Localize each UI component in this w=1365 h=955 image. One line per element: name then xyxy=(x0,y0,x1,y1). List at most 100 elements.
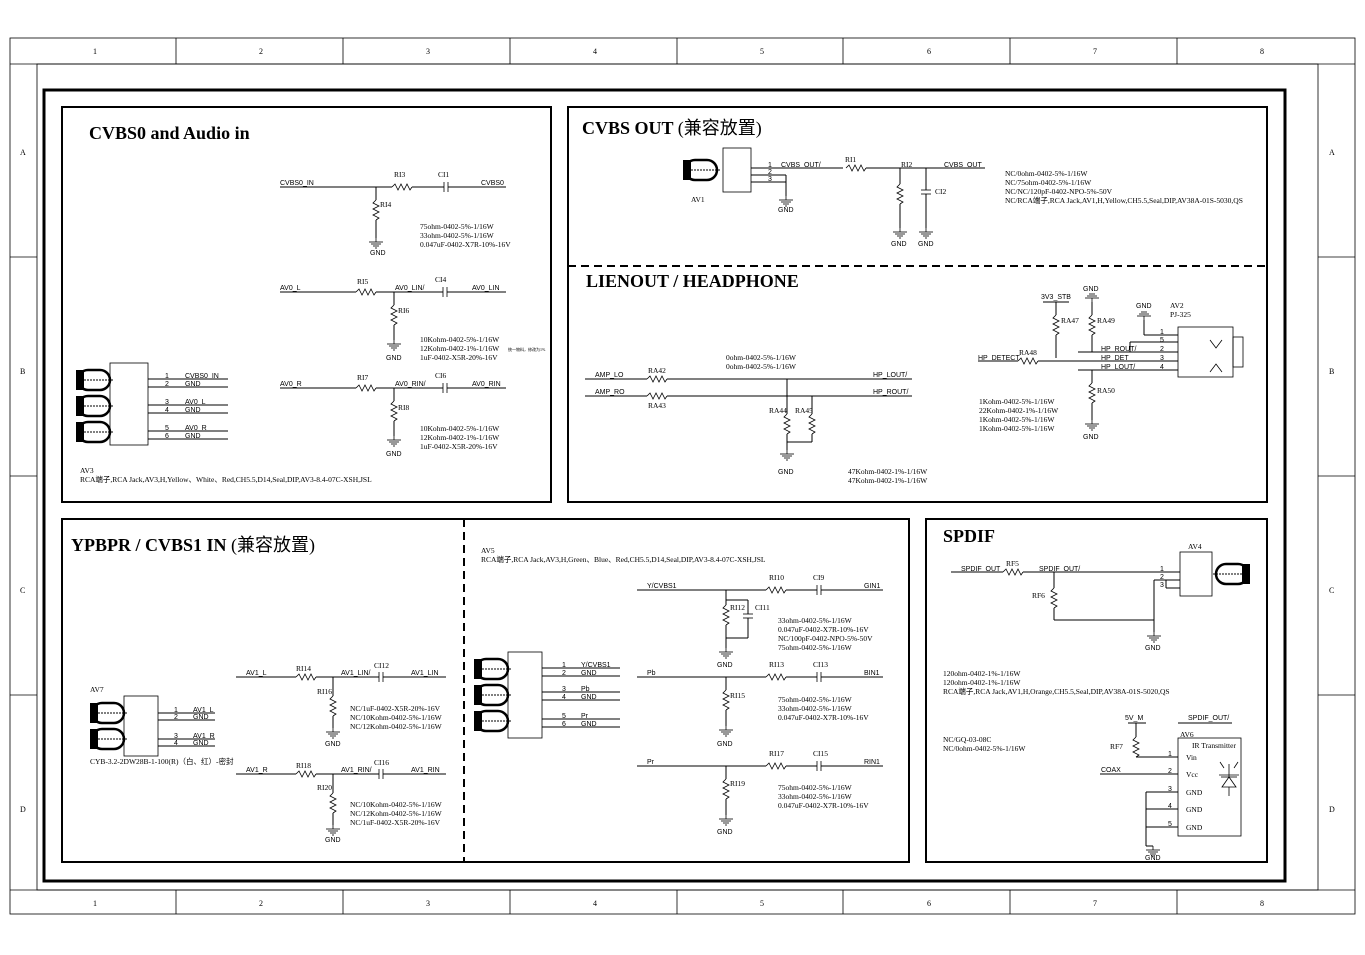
bom-note: 0.047uF-0402-X7R-10%-16V xyxy=(778,801,869,810)
ref-label: CI1 xyxy=(438,170,450,179)
pin-number: 1 xyxy=(768,162,772,169)
ref-label: RI15 xyxy=(730,691,745,700)
ref-label: RI4 xyxy=(380,200,392,209)
pin-number: 3 xyxy=(1160,582,1164,589)
ref-label: RI16 xyxy=(317,687,332,696)
pin-number: 5 xyxy=(562,713,566,720)
bom-note: NC/12Kohm-0402-5%-1/16W xyxy=(350,809,443,818)
ref-label: CI13 xyxy=(813,660,828,669)
bom-note: 22Kohm-0402-1%-1/16W xyxy=(979,406,1059,415)
cvbs-out-title: CVBS OUT (兼容放置) xyxy=(582,118,762,139)
bom-note: 75ohm-0402-5%-1/16W xyxy=(778,783,853,792)
net-label: AV1_RIN xyxy=(411,767,440,774)
net-label: AV0_L xyxy=(280,285,301,292)
gnd-label: GND xyxy=(325,741,341,748)
net-label: AV1_RIN/ xyxy=(341,767,372,774)
ref-label: AV6 xyxy=(1180,730,1194,739)
bom-note: NC/100pF-0402-NPO-5%-50V xyxy=(778,634,873,643)
pin-number: 4 xyxy=(165,407,169,414)
bom-note: 75ohm-0402-5%-1/16W xyxy=(778,643,853,652)
pin-number: 5 xyxy=(1160,337,1164,344)
bom-side-note: 统一物料，修改为1% xyxy=(508,346,546,352)
ref-label: CI12 xyxy=(374,661,389,670)
row-label: B xyxy=(20,367,25,376)
ref-label: RI20 xyxy=(317,783,332,792)
bom-note: NC/1uF-0402-X5R-20%-16V xyxy=(350,818,441,827)
gnd-label: GND xyxy=(918,241,934,248)
pin-number: 4 xyxy=(1160,364,1164,371)
pin-net: CVBS0_IN xyxy=(185,373,219,380)
ref-label: RF6 xyxy=(1032,591,1045,600)
bom-note: 75ohm-0402-5%-1/16W xyxy=(778,695,853,704)
ref-label: CI2 xyxy=(935,187,947,196)
ref-label: RI10 xyxy=(769,573,784,582)
ref-label: CI11 xyxy=(755,603,770,612)
gnd-label: GND xyxy=(891,241,907,248)
bom-note: 12Kohm-0402-1%-1/16W xyxy=(420,344,500,353)
pin-number: 1 xyxy=(1160,566,1164,573)
ref-label: CI16 xyxy=(374,758,389,767)
row-label: D xyxy=(20,805,26,814)
ypbpr-block: YPBPR / CVBS1 IN (兼容放置) 1 AV1_L 2 GND 3 … xyxy=(61,518,910,863)
net-label: HP_ROUT/ xyxy=(1101,346,1136,353)
ref-label: CI15 xyxy=(813,749,828,758)
ref-label: AV5 xyxy=(481,546,495,555)
pin-net: AV1_L xyxy=(193,707,214,714)
ref-label: RI13 xyxy=(769,660,784,669)
net-label: RIN1 xyxy=(864,759,880,766)
ref-label: RI2 xyxy=(901,160,913,169)
net-label: AMP_RO xyxy=(595,389,625,396)
net-label: CVBS_OUT xyxy=(944,162,982,169)
pin-number: 1 xyxy=(1160,329,1164,336)
pin-name: Vcc xyxy=(1186,770,1199,779)
ypbpr-title: YPBPR / CVBS1 IN (兼容放置) xyxy=(71,535,315,556)
pin-number: 3 xyxy=(174,733,178,740)
pin-number: 3 xyxy=(1168,786,1172,793)
pin-number: 2 xyxy=(768,169,772,176)
pin-number: 4 xyxy=(174,740,178,747)
gnd-label: GND xyxy=(1083,434,1099,441)
ref-label: RF5 xyxy=(1006,559,1019,568)
row-label: B xyxy=(1329,367,1334,376)
bom-note: 47Kohm-0402-1%-1/16W xyxy=(848,467,928,476)
col-label: 1 xyxy=(93,899,97,908)
pin-number: 3 xyxy=(768,176,772,183)
bom-note: 75ohm-0402-5%-1/16W xyxy=(420,222,495,231)
pin-net: GND xyxy=(185,433,201,440)
bom-note: 1Kohm-0402-5%-1/16W xyxy=(979,424,1055,433)
pin-number: 5 xyxy=(1168,821,1172,828)
ref-label: RI7 xyxy=(357,373,369,382)
pin-name: Vin xyxy=(1186,753,1197,762)
net-label: AV0_LIN xyxy=(472,285,500,292)
ref-label: RI12 xyxy=(730,603,745,612)
bom-note: 120ohm-0402-1%-1/16W xyxy=(943,678,1021,687)
net-label: HP_DET xyxy=(1101,355,1129,362)
col-label: 7 xyxy=(1093,47,1097,56)
pin-number: 2 xyxy=(165,381,169,388)
pin-net: Y/CVBS1 xyxy=(581,662,611,669)
pin-number: 4 xyxy=(562,694,566,701)
pin-net: GND xyxy=(185,381,201,388)
ref-label: AV4 xyxy=(1188,542,1202,551)
ref-label: RA42 xyxy=(648,366,666,375)
ref-label: RI3 xyxy=(394,170,406,179)
net-label: AV1_LIN xyxy=(411,670,439,677)
ref-label: RA49 xyxy=(1097,316,1115,325)
row-label: C xyxy=(1329,586,1334,595)
pin-number: 1 xyxy=(165,373,169,380)
ref-label: RF7 xyxy=(1110,742,1123,751)
ref-label: AV3 xyxy=(80,466,94,475)
pin-number: 1 xyxy=(1168,751,1172,758)
col-label: 3 xyxy=(426,899,430,908)
bom-note: 0.047uF-0402-X7R-10%-16V xyxy=(420,240,511,249)
bom-note: 1Kohm-0402-5%-1/16W xyxy=(979,397,1055,406)
pin-net: GND xyxy=(581,721,597,728)
ref-label: RI19 xyxy=(730,779,745,788)
col-label: 4 xyxy=(593,47,597,56)
col-label: 5 xyxy=(760,47,764,56)
ref-label: RA47 xyxy=(1061,316,1079,325)
net-label: AV1_L xyxy=(246,670,267,677)
bom-note: NC/0ohm-0402-5%-1/16W xyxy=(1005,169,1088,178)
net-label: AV0_RIN xyxy=(472,381,501,388)
